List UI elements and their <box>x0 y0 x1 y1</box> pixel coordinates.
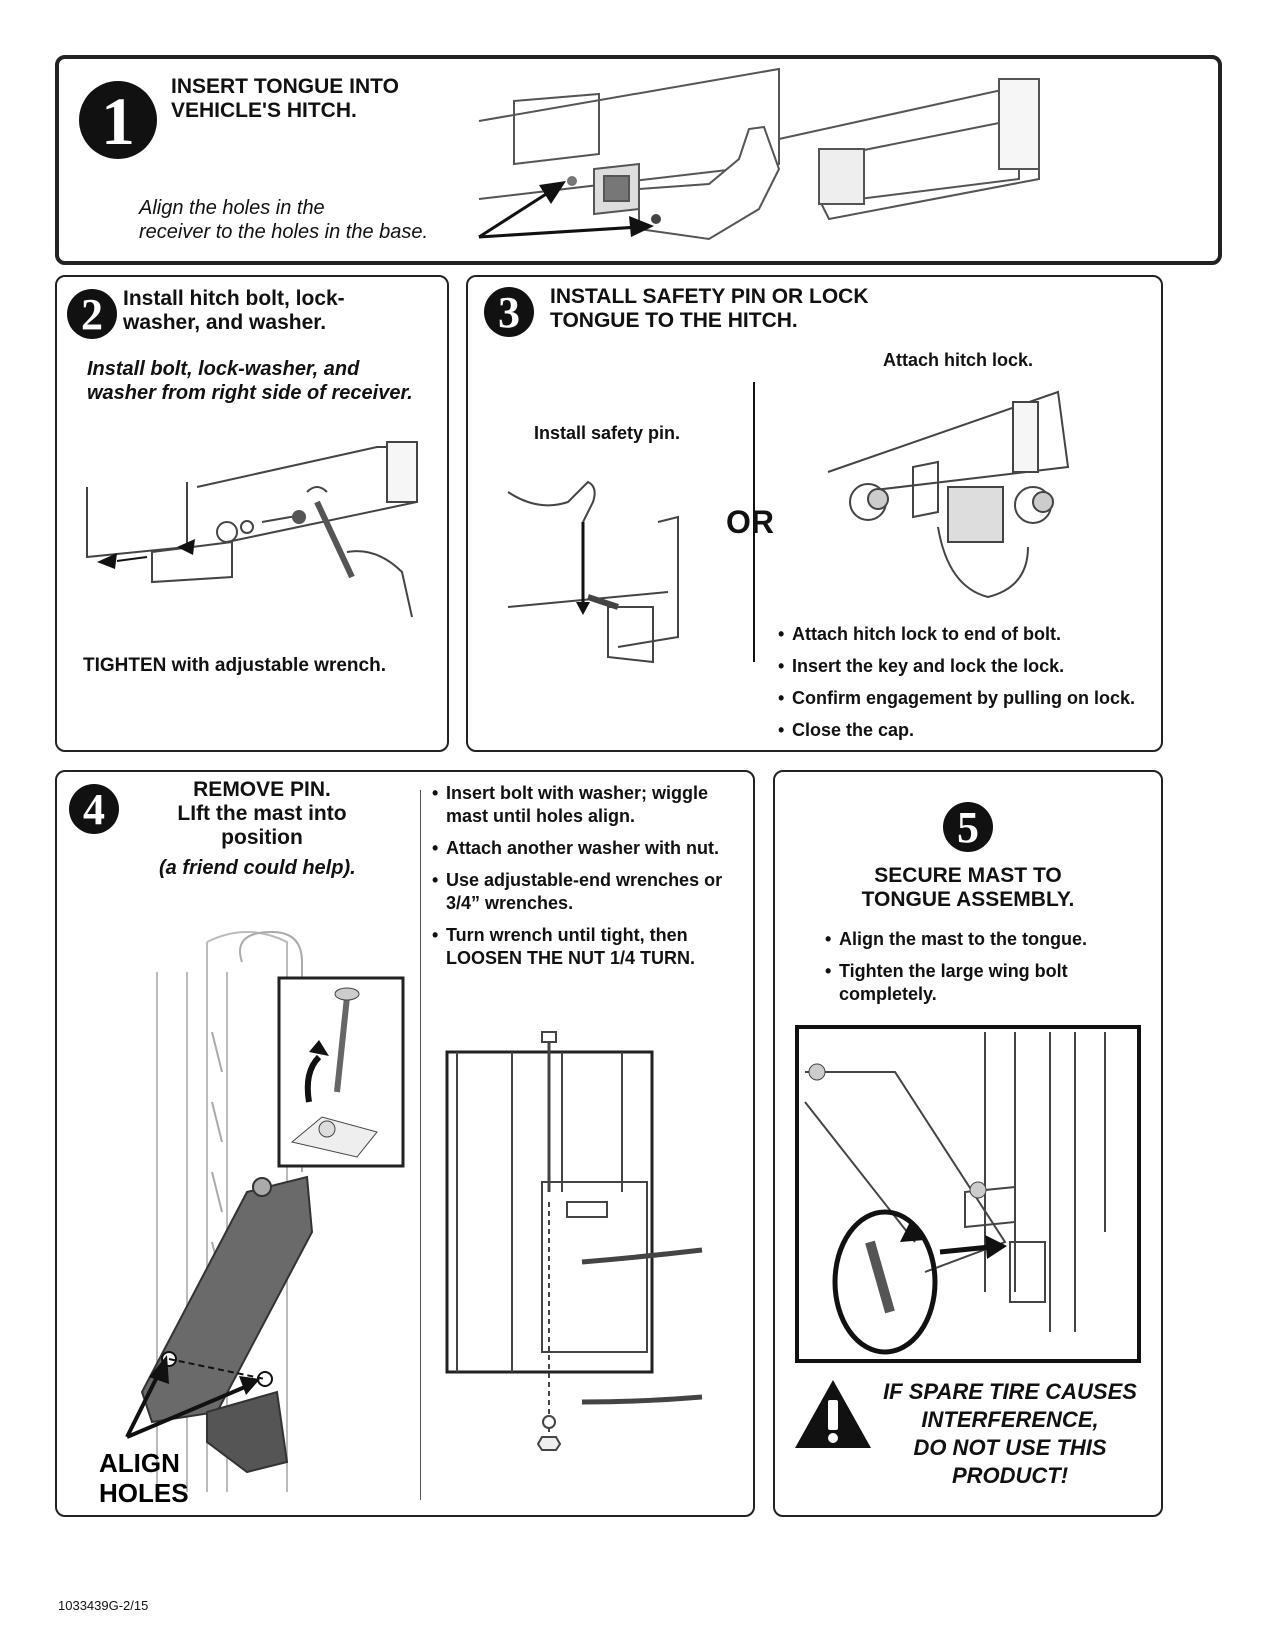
step-3-bullet: Insert the key and lock the lock. <box>778 655 1158 678</box>
step-4-bolt-inset <box>442 1032 755 1452</box>
step-4-bullet: Turn wrench until tight, then LOOSEN THE… <box>432 924 732 970</box>
step-4-bullet: Use adjustable-end wrenches or 3/4” wren… <box>432 869 732 915</box>
step-5-warning-line1: IF SPARE TIRE CAUSES <box>867 1378 1153 1406</box>
step-4-align-line2: HOLES <box>99 1478 189 1508</box>
step-5-warning-line2: INTERFERENCE, <box>867 1406 1153 1434</box>
step-3-bullet-list: Attach hitch lock to end of bolt. Insert… <box>778 623 1158 751</box>
step-4-mast-illustration: ALIGN HOLES <box>57 772 437 1515</box>
step-5-panel: 5 SECURE MAST TO TONGUE ASSEMBLY. Align … <box>773 770 1163 1517</box>
part-number-footer: 1033439G-2/15 <box>58 1598 148 1613</box>
step-4-bullet-list: Insert bolt with washer; wiggle mast unt… <box>432 782 732 979</box>
step-4-panel: 4 REMOVE PIN. LIft the mast into positio… <box>55 770 755 1517</box>
step-3-bullet: Close the cap. <box>778 719 1158 742</box>
step-5-warning-line4: PRODUCT! <box>867 1462 1153 1490</box>
step-1-panel: 1 INSERT TONGUE INTO VEHICLE'S HITCH. Al… <box>55 55 1222 265</box>
step-2-tighten: TIGHTEN with adjustable wrench. <box>83 655 386 677</box>
step-1-hitch-illustration <box>59 59 1218 261</box>
step-4-divider <box>420 790 421 1500</box>
step-5-wing-bolt-inset <box>775 772 1161 1172</box>
step-4-align-line1: ALIGN <box>99 1448 180 1478</box>
step-3-bullet: Confirm engagement by pulling on lock. <box>778 687 1158 710</box>
step-3-bullet: Attach hitch lock to end of bolt. <box>778 623 1158 646</box>
step-4-bullet: Attach another washer with nut. <box>432 837 732 860</box>
step-4-bullet: Insert bolt with washer; wiggle mast unt… <box>432 782 732 828</box>
step-5-warning-line3: DO NOT USE THIS <box>867 1434 1153 1462</box>
step-2-bolt-illustration <box>57 277 447 750</box>
step-3-panel: 3 INSTALL SAFETY PIN OR LOCK TONGUE TO T… <box>466 275 1163 752</box>
step-4-pin-inset <box>279 978 403 1166</box>
warning-triangle-icon <box>793 1378 873 1450</box>
step-2-panel: 2 Install hitch bolt, lock- washer, and … <box>55 275 449 752</box>
